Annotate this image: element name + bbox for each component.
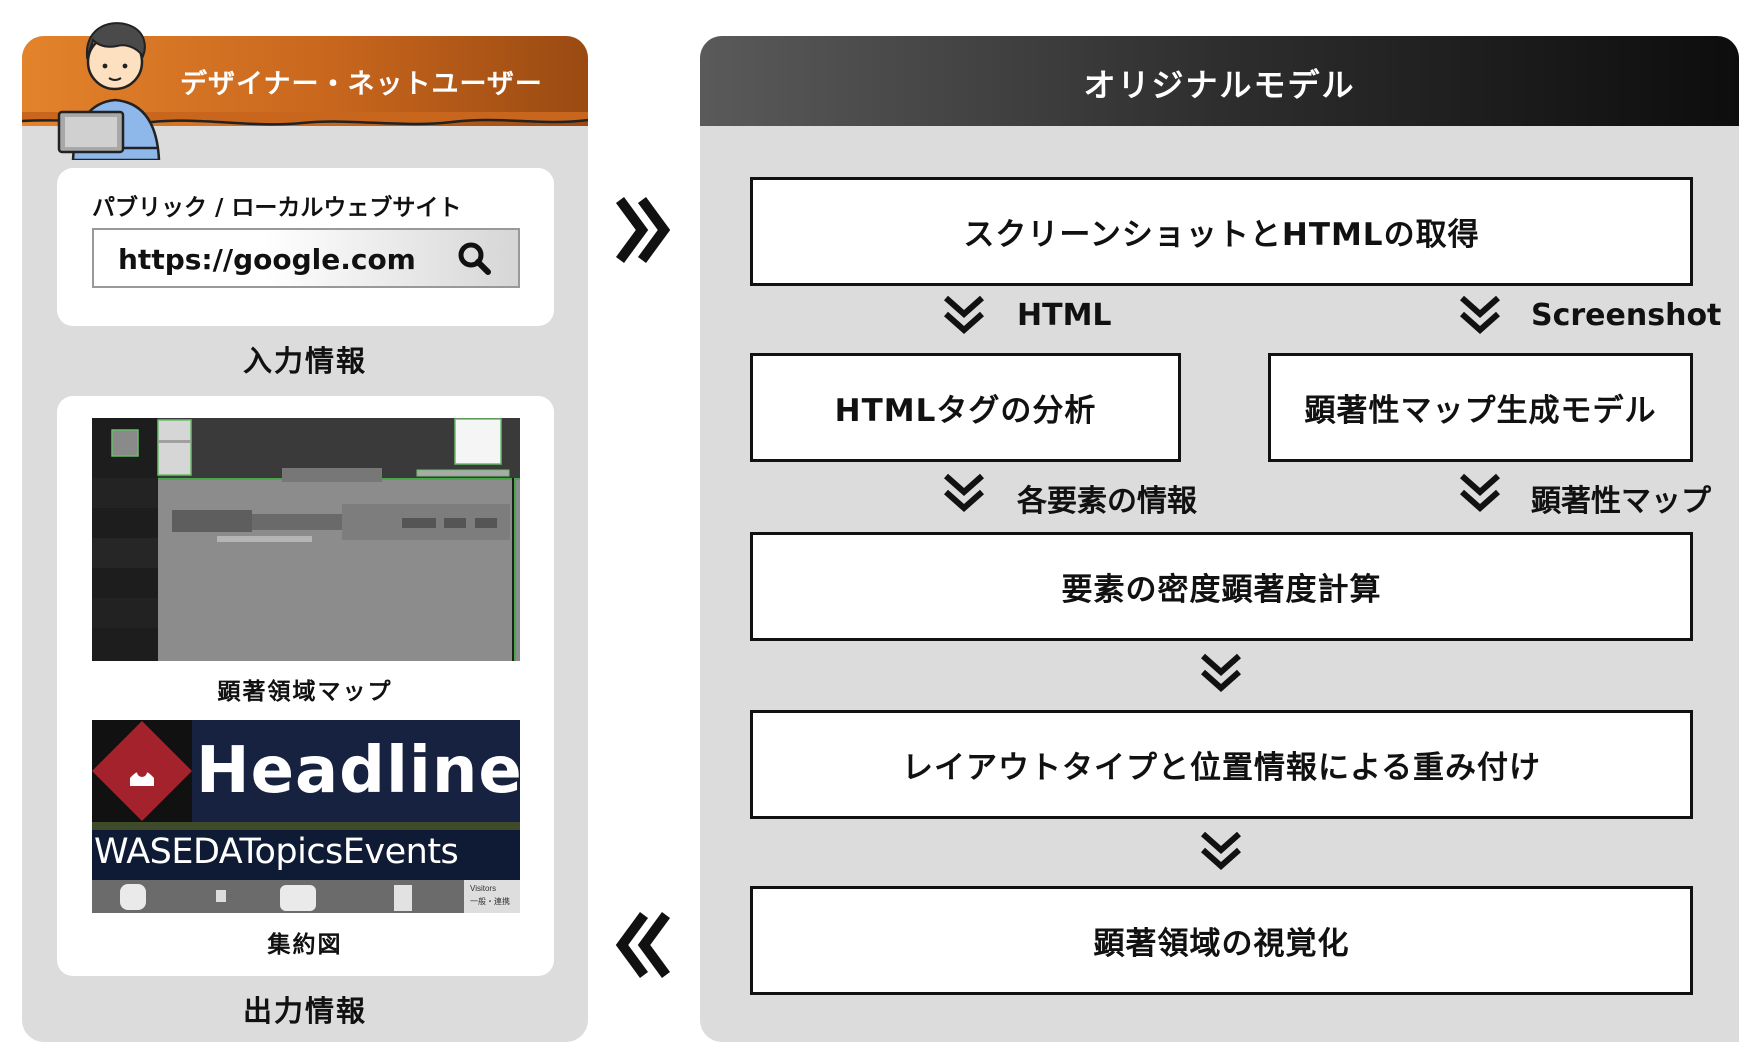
- flow-label-html: HTML: [1017, 298, 1112, 333]
- step-visualize-box: 顕著領域の視覚化: [750, 886, 1693, 995]
- output-caption: 出力情報: [242, 994, 367, 1028]
- website-type-label: パブリック / ローカルウェブサイト: [92, 195, 462, 221]
- input-caption: 入力情報: [242, 344, 367, 378]
- flow-label-element-info: 各要素の情報: [1017, 484, 1197, 519]
- model-panel-header: [700, 36, 1739, 126]
- summary-caption: 集約図: [267, 932, 343, 958]
- double-chevron-left-icon: [615, 912, 671, 978]
- flow-arrow-html-icon: [944, 295, 984, 335]
- flow-label-screenshot: Screenshot: [1531, 298, 1722, 333]
- flow-arrow-saliency-map-icon: [1460, 473, 1500, 513]
- flow-arrow-screenshot-icon: [1460, 295, 1500, 335]
- model-panel-title: オリジナルモデル: [1083, 66, 1356, 104]
- user-panel-title: デザイナー・ネットユーザー: [180, 69, 543, 100]
- step-density-box: 要素の密度顕著度計算: [750, 532, 1693, 641]
- saliency-map-graphic: [92, 418, 520, 661]
- summary-footer-sub: 一般・連携: [470, 897, 510, 906]
- summary-graphic: [92, 720, 520, 913]
- step-saliency-model-box: 顕著性マップ生成モデル: [1268, 353, 1693, 462]
- flow-arrow-down-icon: [1201, 653, 1241, 693]
- url-input-value[interactable]: https://google.com: [118, 243, 416, 276]
- user-avatar-icon: [57, 22, 161, 160]
- summary-image: Headlines WASEDATopicsEvents Visitors 一般…: [92, 720, 520, 913]
- saliency-map-image: [92, 418, 520, 661]
- saliency-map-caption: 顕著領域マップ: [217, 679, 393, 705]
- double-chevron-right-icon: [615, 197, 671, 263]
- summary-headline: Headlines: [196, 734, 520, 808]
- summary-footer-title: Visitors: [470, 884, 497, 893]
- flow-arrow-down-icon: [1201, 831, 1241, 871]
- search-icon[interactable]: [456, 240, 492, 276]
- flow-label-saliency-map: 顕著性マップ: [1531, 484, 1711, 519]
- step-capture-box: スクリーンショットとHTMLの取得: [750, 177, 1693, 286]
- summary-tabs: WASEDATopicsEvents: [94, 832, 459, 872]
- step-weighting-box: レイアウトタイプと位置情報による重み付け: [750, 710, 1693, 819]
- url-input[interactable]: [92, 228, 520, 288]
- step-tag-analysis-box: HTMLタグの分析: [750, 353, 1181, 462]
- flow-arrow-element-info-icon: [944, 473, 984, 513]
